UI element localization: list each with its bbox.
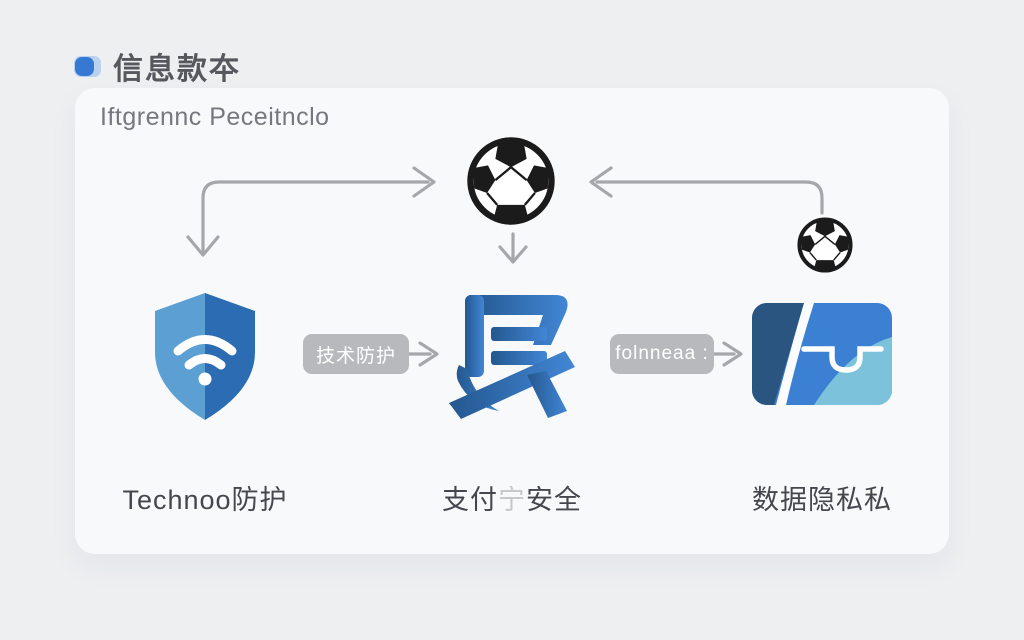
page-header: 信息款夲: [74, 44, 241, 88]
node-label-privacy-text: 数据隐私私: [752, 485, 892, 515]
connector-label-2: folnneaa :: [610, 334, 714, 374]
connector-label-1-text: 技术防护: [315, 345, 396, 367]
card-subtitle: Iftgrennc Peceitnclo: [100, 103, 330, 131]
wifi-icon: [173, 335, 237, 370]
bullet-dot: [75, 56, 94, 76]
wallet-pocket-line: [801, 346, 884, 373]
shield-wifi-icon: [155, 293, 255, 420]
wallet-card-icon: [752, 303, 892, 405]
page-title: 信息款夲: [113, 53, 241, 86]
node-label-payment-faint: 宁: [498, 485, 526, 515]
bullet-icon: [74, 55, 101, 77]
node-label-privacy: 数据隐私私: [712, 478, 932, 517]
payment-glyph-icon: [449, 295, 575, 419]
soccer-ball-icon: [465, 135, 557, 227]
node-label-payment: 支付宁安全: [402, 478, 622, 517]
soccer-ball-small-icon: [796, 216, 854, 274]
node-label-payment-suffix: 安全: [526, 485, 582, 515]
connector-label-2-text: folnneaa :: [615, 343, 709, 364]
node-label-payment-prefix: 支付: [442, 485, 498, 515]
node-label-technoo-text: Technoo防护: [122, 485, 288, 515]
node-label-technoo: Technoo防护: [95, 478, 315, 517]
connector-label-1: 技术防护: [303, 334, 409, 374]
